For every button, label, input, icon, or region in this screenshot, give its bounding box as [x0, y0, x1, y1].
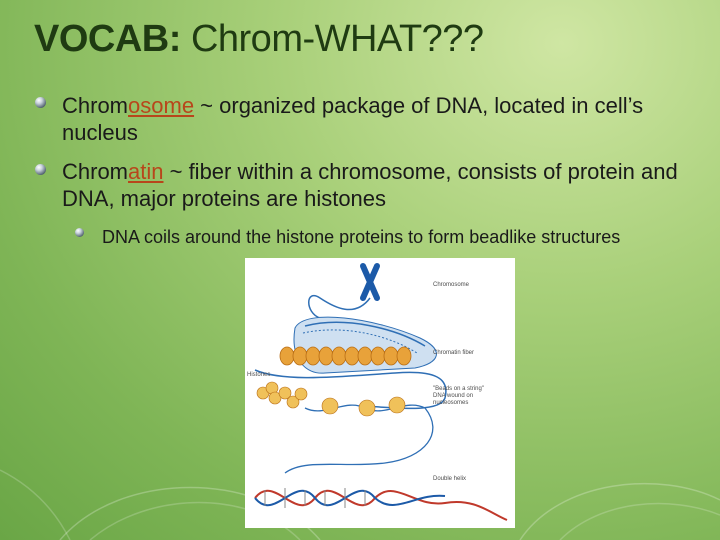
- sub-bullet-histones: DNA coils around the histone proteins to…: [102, 227, 621, 247]
- slide-title: VOCAB: Chrom-WHAT???: [34, 18, 484, 61]
- title-vocab: VOCAB:: [34, 18, 181, 60]
- bullet-dot-icon: [35, 97, 46, 108]
- label-beads-line3: nucleosomes: [433, 400, 469, 406]
- term-definition: ~ fiber within a chromosome, consists of…: [62, 159, 678, 211]
- label-histones: Histones: [247, 372, 271, 378]
- bullet-dot-icon: [35, 164, 46, 175]
- chromatin-diagram: Chromosome Chromatin fiber Histones "Bea…: [245, 258, 515, 528]
- label-beads-line1: "Beads on a string": [433, 386, 484, 392]
- title-main: Chrom-WHAT???: [180, 18, 484, 60]
- label-chromosome: Chromosome: [433, 282, 470, 288]
- term-prefix: Chrom: [62, 159, 129, 184]
- label-beads-line2: DNA wound on: [433, 393, 474, 399]
- term-prefix: Chrom: [62, 93, 129, 118]
- bullet-chromatin: Chromatin ~ fiber within a chromosome, c…: [62, 158, 702, 212]
- label-chromatin-fiber: Chromatin fiber: [433, 350, 475, 356]
- sub-bullet-dot-icon: [75, 228, 84, 237]
- term-highlight: atin: [128, 159, 164, 184]
- term-highlight: osome: [128, 93, 195, 118]
- chromatin-diagram-illustration: [254, 263, 508, 521]
- label-double-helix: Double helix: [433, 476, 467, 482]
- term-definition: ~ organized package of DNA, located in c…: [62, 93, 644, 145]
- bullet-chromosome: Chromosome ~ organized package of DNA, l…: [62, 92, 702, 146]
